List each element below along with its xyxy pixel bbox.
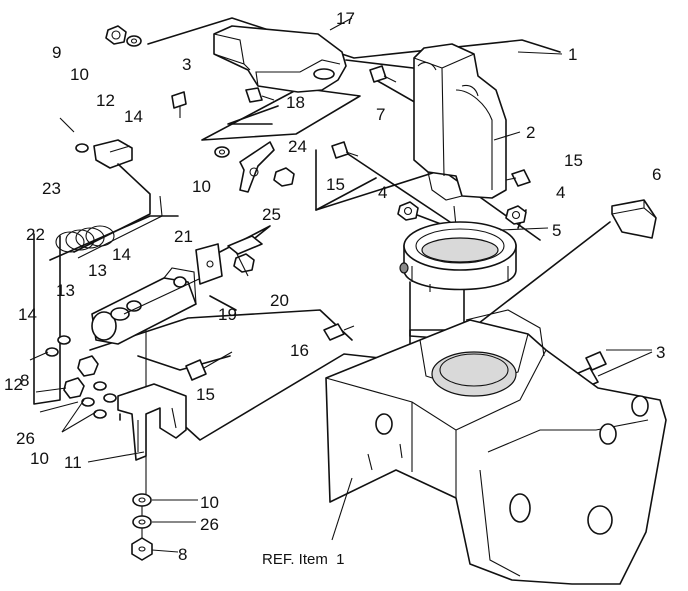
spring-part-22 bbox=[55, 225, 115, 253]
bracket-part-21 bbox=[195, 235, 263, 285]
callout-15-right: 15 bbox=[564, 151, 583, 170]
callout-6: 6 bbox=[652, 165, 661, 184]
callout-4-right: 4 bbox=[556, 183, 565, 202]
callout-13-lower: 13 bbox=[56, 281, 75, 300]
callout-26-left: 26 bbox=[16, 429, 35, 448]
callout-13-upper: 13 bbox=[88, 261, 107, 280]
crank-part-25 bbox=[239, 141, 275, 193]
callout-14-left: 14 bbox=[18, 305, 37, 324]
callout-12-top: 12 bbox=[96, 91, 115, 110]
callout-8-bottom: 8 bbox=[178, 545, 187, 564]
callout-11: 11 bbox=[64, 453, 82, 472]
deflector-part-17 bbox=[213, 25, 347, 93]
callout-22: 22 bbox=[26, 225, 45, 244]
callout-14-mid: 14 bbox=[112, 245, 131, 264]
callout-15-left: 15 bbox=[326, 175, 345, 194]
leader-lines bbox=[35, 17, 653, 553]
callout-14-top: 14 bbox=[124, 107, 143, 126]
callout-16: 16 bbox=[290, 341, 309, 360]
callout-7: 7 bbox=[376, 105, 385, 124]
chute-ring-part-5 bbox=[399, 221, 517, 292]
callout-20: 20 bbox=[270, 291, 289, 310]
callout-10-bottom: 10 bbox=[200, 493, 219, 512]
callout-17: 17 bbox=[336, 9, 355, 28]
callout-15-bottom: 15 bbox=[196, 385, 215, 404]
callout-2: 2 bbox=[526, 123, 535, 142]
housing-ref-item-1 bbox=[325, 309, 667, 585]
callout-labels: 1 2 3 3 4 4 5 6 7 8 8 9 10 10 10 10 11 1… bbox=[4, 9, 665, 568]
callout-19: 19 bbox=[218, 305, 237, 324]
callout-5: 5 bbox=[552, 221, 561, 240]
callout-1: 1 bbox=[568, 45, 577, 64]
callout-25: 25 bbox=[262, 205, 281, 224]
callout-23: 23 bbox=[42, 179, 61, 198]
callout-3-right: 3 bbox=[656, 343, 665, 362]
callout-9: 9 bbox=[52, 43, 61, 62]
reference-label: REF. Item 1 bbox=[262, 551, 345, 568]
callout-26-bottom: 26 bbox=[200, 515, 219, 534]
callout-4-left: 4 bbox=[378, 183, 387, 202]
bracket-part-19 bbox=[91, 267, 215, 345]
callout-21: 21 bbox=[174, 227, 193, 246]
callout-12-left: 12 bbox=[4, 375, 23, 394]
rod-part-23 bbox=[73, 139, 163, 259]
callout-10-mid: 10 bbox=[192, 177, 211, 196]
callout-24: 24 bbox=[288, 137, 307, 156]
callout-18: 18 bbox=[286, 93, 305, 112]
callout-10-top: 10 bbox=[70, 65, 89, 84]
callout-3-top: 3 bbox=[182, 55, 191, 74]
chute-part-2 bbox=[413, 43, 507, 229]
callout-10-left: 10 bbox=[30, 449, 49, 468]
bracket-part-11 bbox=[117, 383, 187, 461]
rubber-block-part-6 bbox=[611, 199, 657, 239]
callout-8-left: 8 bbox=[20, 371, 29, 390]
